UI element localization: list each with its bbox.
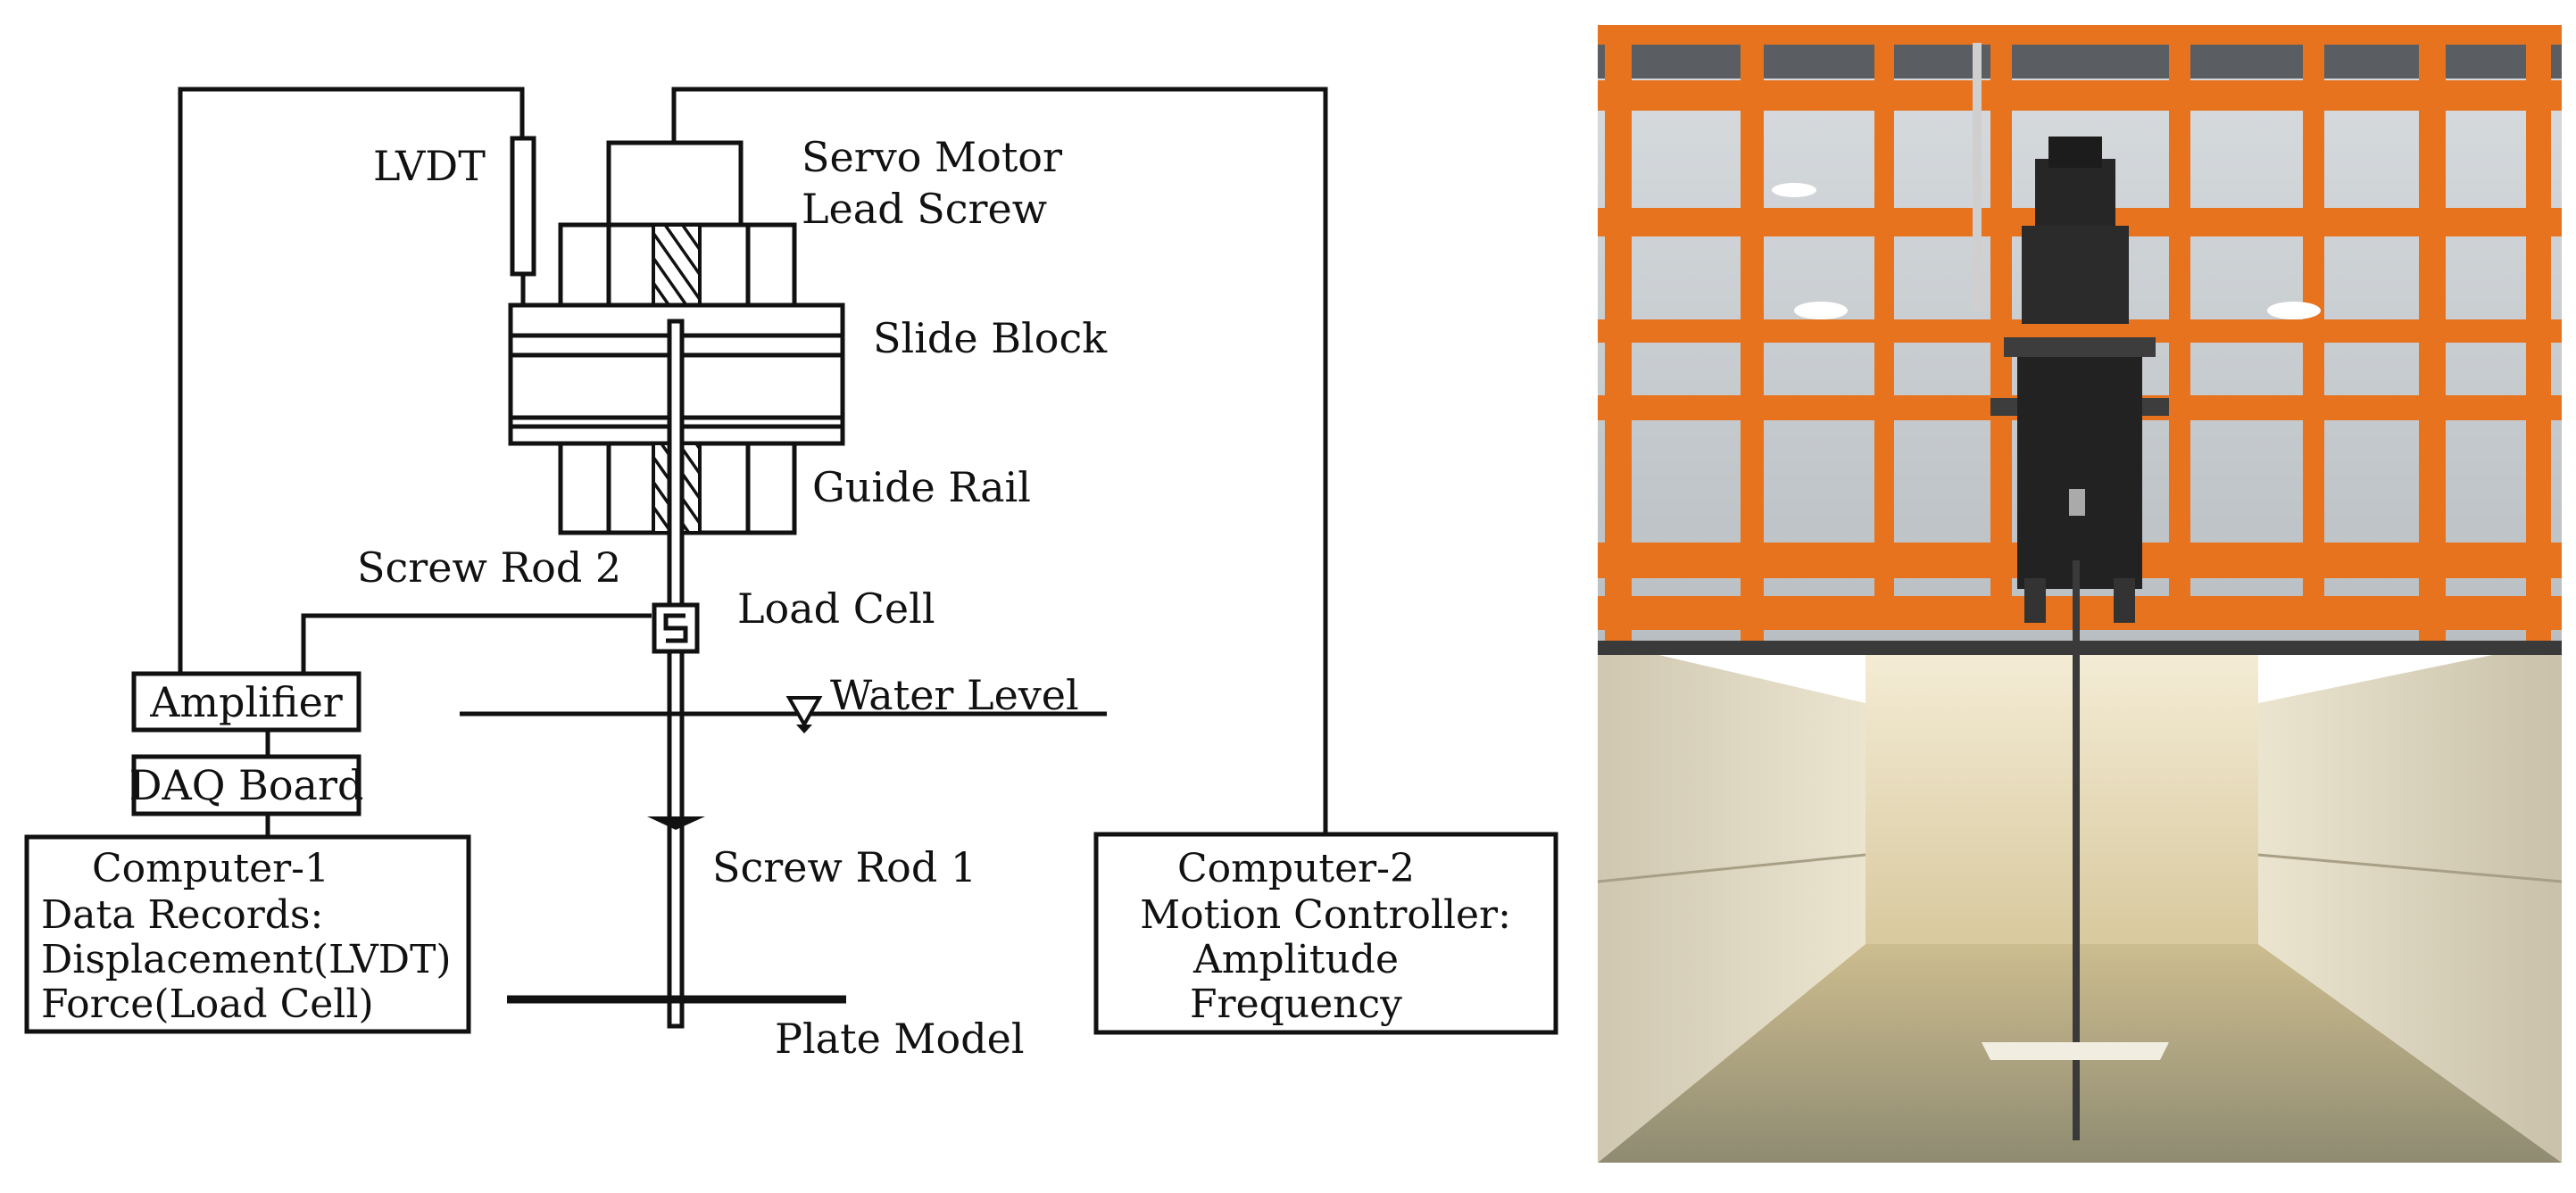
setup-photo-illustration (1598, 25, 2562, 1163)
screw-rod-1-label: Screw Rod 1 (712, 843, 976, 891)
oscillator-device (1990, 137, 2169, 623)
servo-motor (606, 140, 744, 228)
computer-2-line-1: Motion Controller: (1140, 892, 1511, 938)
water-level-symbol (785, 696, 823, 729)
slide-block-label: Slide Block (873, 314, 1108, 362)
computer-1-title: Computer-1 (92, 846, 329, 891)
computer-1-line-1: Data Records: (41, 892, 323, 938)
load-cell (652, 602, 700, 654)
computer-2-line-2: Amplitude (1192, 937, 1399, 982)
wire-motor-to-computer-2 (671, 87, 1328, 834)
computer-1-box (24, 834, 471, 1034)
wire-lvdt-to-amplifier (178, 87, 525, 674)
lvdt-label: LVDT (373, 142, 486, 190)
daq-board-box (131, 754, 361, 816)
tank-right-wall (2258, 641, 2562, 1163)
computer-2-box (1093, 832, 1558, 1035)
rod-photo (2073, 560, 2080, 1140)
screw-rod-2-label: Screw Rod 2 (357, 543, 621, 592)
tank-back-wall (1866, 650, 2258, 944)
lead-screw (652, 223, 702, 307)
water-level-label: Water Level (830, 671, 1079, 719)
setup-photo (1598, 25, 2562, 1163)
servo-motor-label: Servo Motor (802, 133, 1062, 181)
lvdt-sensor (510, 136, 536, 277)
load-cell-label: Load Cell (737, 584, 935, 633)
computer-1-line-2: Displacement(LVDT) (41, 937, 452, 982)
guide-rail-label: Guide Rail (812, 463, 1031, 511)
amplifier-label: Amplifier (149, 678, 343, 726)
computer-2-line-3: Frequency (1190, 982, 1402, 1027)
screw-rod (667, 319, 685, 1029)
plate-model-label: Plate Model (775, 1015, 1025, 1063)
amplifier-box (131, 671, 361, 733)
lvdt-rod-photo (1973, 43, 1982, 311)
computer-2-title: Computer-2 (1177, 846, 1415, 891)
tank-left-wall (1598, 641, 1866, 1163)
schematic-diagram: LVDT Servo Motor Lead Screw Slide Block … (24, 87, 1558, 1063)
plate-model-photo (1982, 1042, 2169, 1060)
lead-screw-label: Lead Screw (802, 185, 1047, 233)
computer-1-line-3: Force(Load Cell) (41, 982, 374, 1027)
daq-board-label: DAQ Board (129, 761, 364, 809)
rod-marker (647, 816, 705, 830)
wire-load-cell-to-amplifier (301, 613, 652, 674)
